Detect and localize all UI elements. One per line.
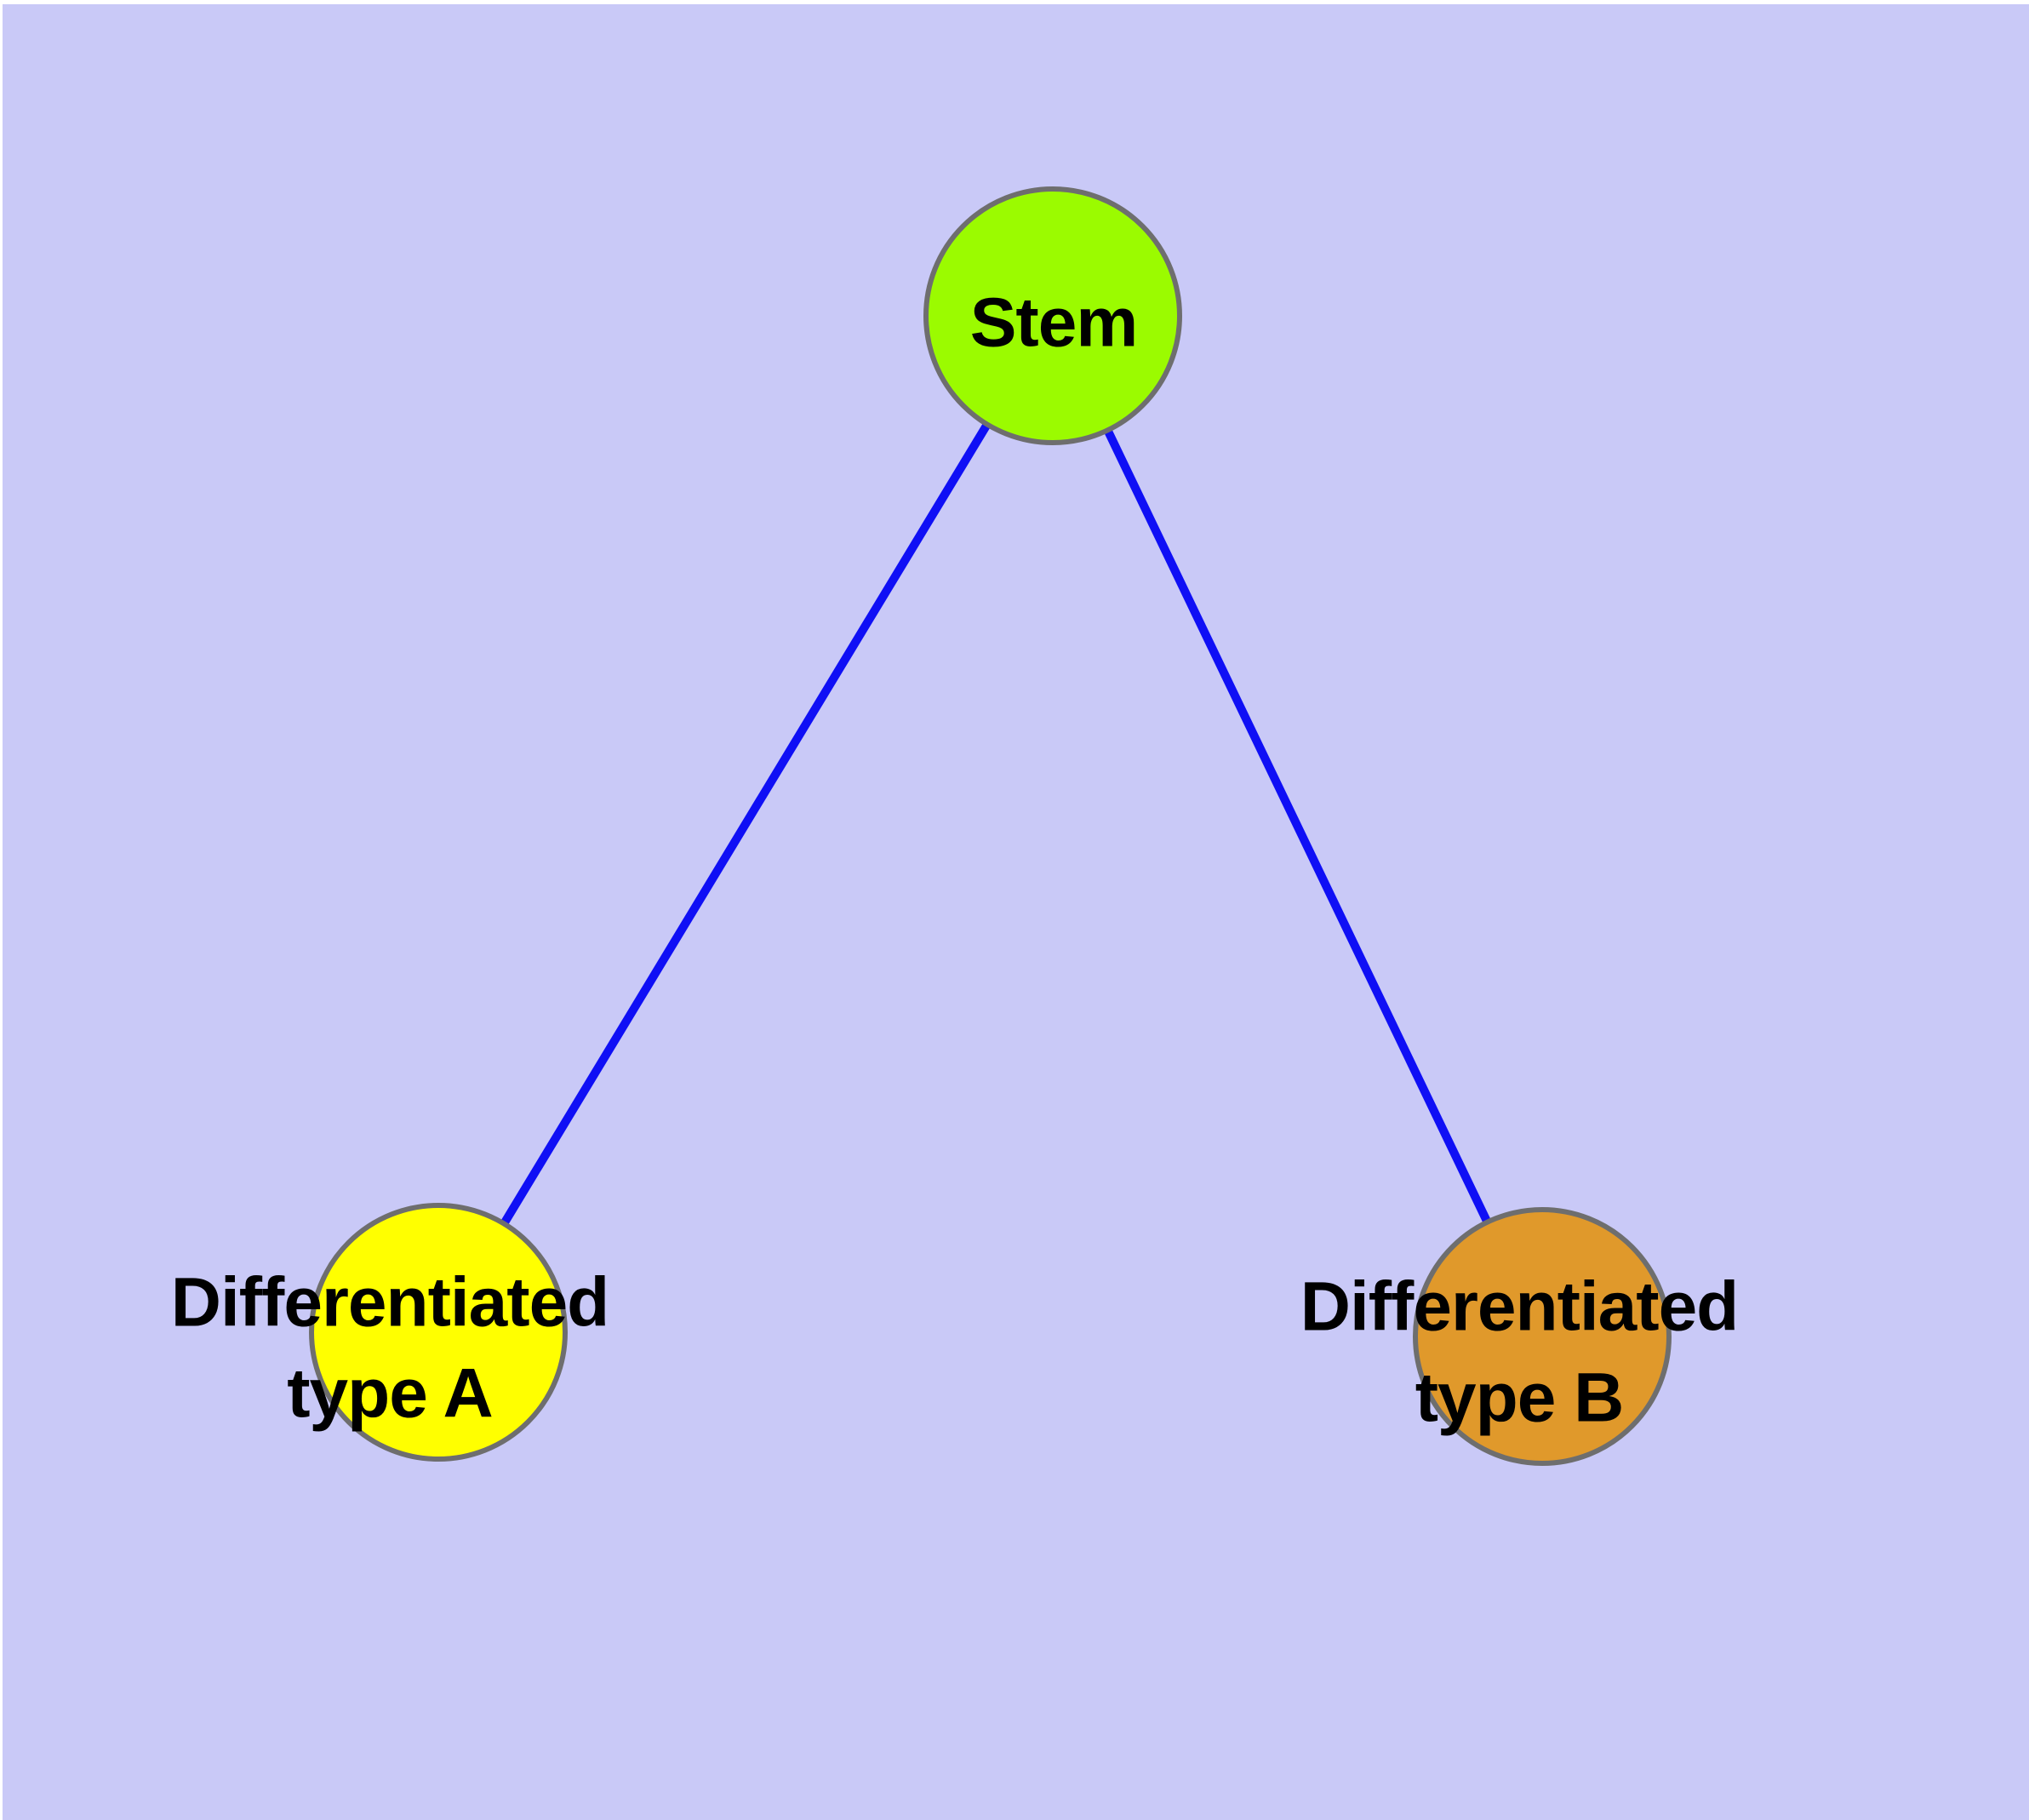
node-stem	[923, 186, 1182, 445]
edge-stem-to-type-b	[1049, 313, 1546, 1339]
node-differentiated-type-b	[1413, 1207, 1672, 1466]
edge-stem-to-type-a	[434, 313, 1057, 1335]
node-label-differentiated-type-a: Differentiated type A	[170, 1263, 610, 1432]
node-label-stem: Stem	[969, 283, 1139, 362]
node-label-differentiated-type-b: Differentiated type B	[1300, 1268, 1740, 1436]
node-differentiated-type-a	[309, 1203, 568, 1462]
